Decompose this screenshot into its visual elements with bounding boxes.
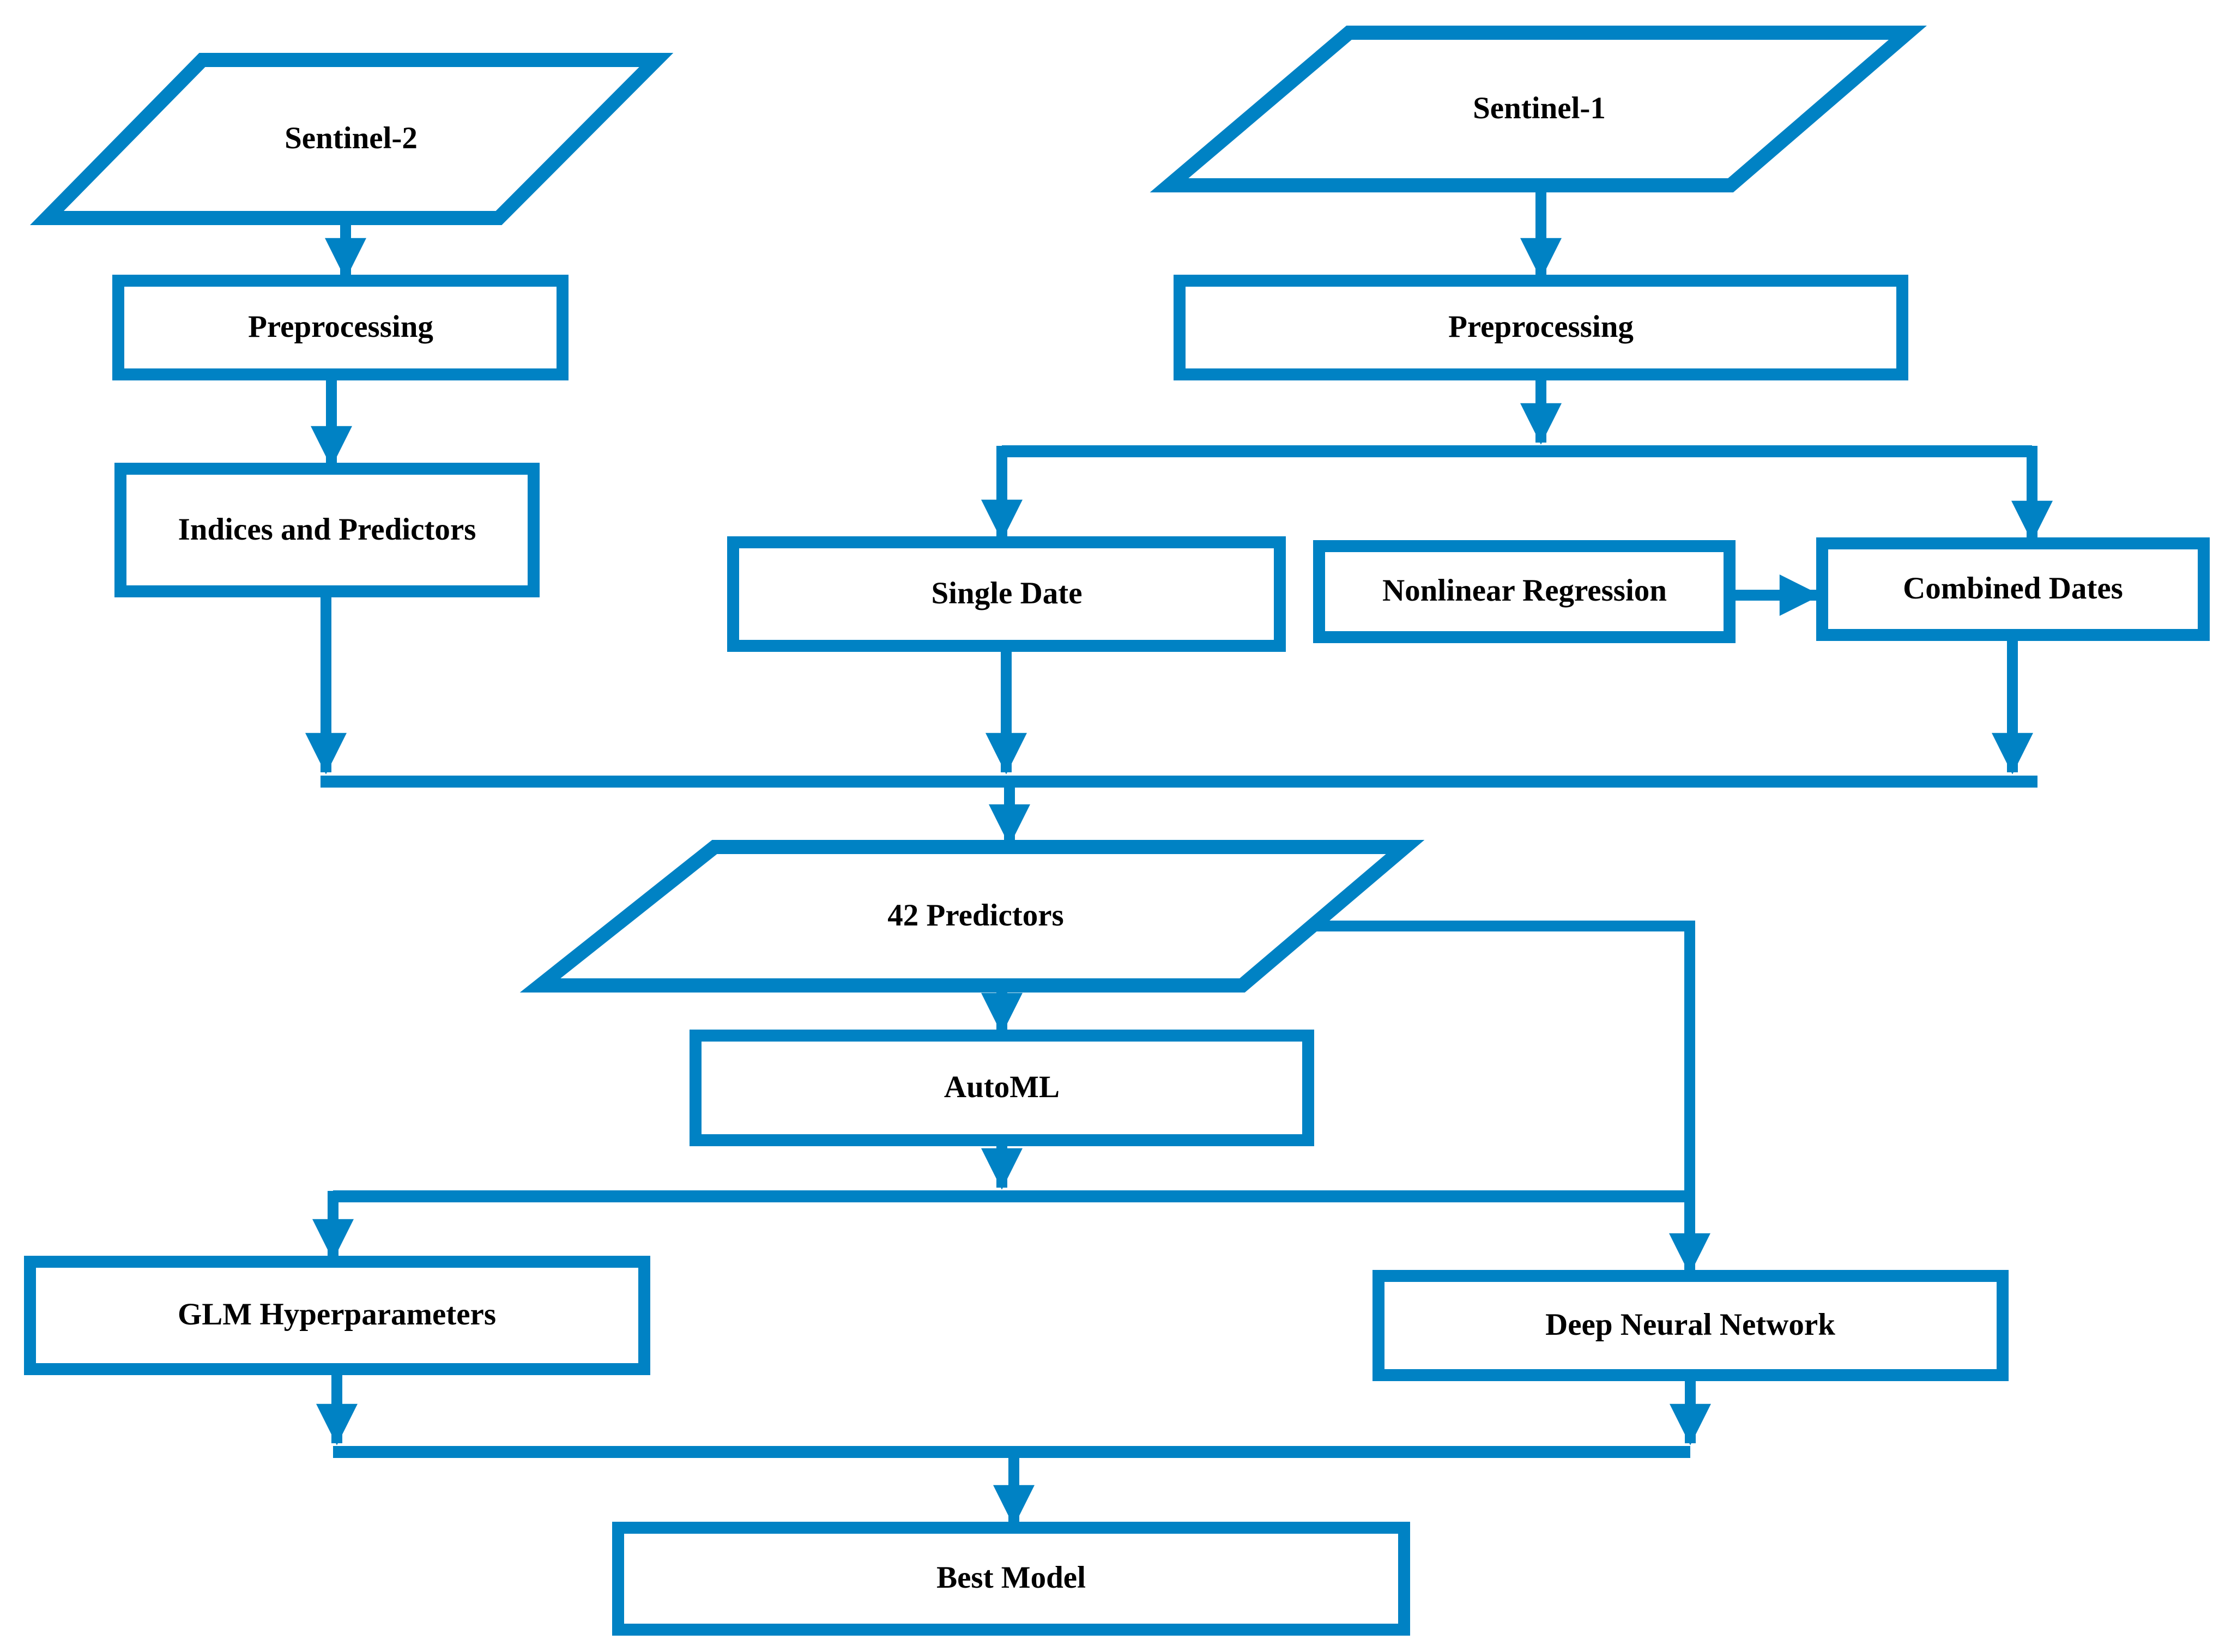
preprocessing-s1-rect (1174, 275, 1908, 380)
automl-rect (690, 1030, 1314, 1146)
node-best-model: Best Model (612, 1522, 1410, 1636)
node-single-date: Single Date (727, 536, 1286, 652)
node-preprocessing-s2: Preprocessing (112, 275, 569, 380)
deep-neural-network-label: Deep Neural Network (1545, 1308, 1835, 1342)
42-predictors-parallelogram (519, 840, 1425, 993)
best-model-label: Best Model (936, 1560, 1086, 1595)
single-date-label: Single Date (931, 576, 1082, 610)
node-preprocessing-s1: Preprocessing (1174, 275, 1908, 380)
node-glm-hyperparameters: GLM Hyperparameters (24, 1256, 650, 1375)
glm-hyperparameters-rect (24, 1256, 650, 1375)
node-sentinel-1: Sentinel-1 (1150, 26, 1927, 192)
sentinel-2-label: Sentinel-2 (285, 121, 418, 155)
indices-predictors-label: Indices and Predictors (178, 512, 476, 547)
preprocessing-s2-label: Preprocessing (248, 310, 433, 344)
deep-neural-network-rect (1372, 1270, 2009, 1381)
best-model-rect (612, 1522, 1410, 1636)
sentinel-2-parallelogram (29, 53, 674, 225)
nonlinear-regression-rect (1313, 540, 1736, 643)
combined-dates-rect (1816, 537, 2210, 641)
single-date-rect (727, 536, 1286, 652)
nonlinear-regression-label: Nonlinear Regression (1382, 573, 1667, 608)
node-indices-predictors: Indices and Predictors (114, 463, 540, 597)
node-nonlinear-regression: Nonlinear Regression (1313, 540, 1736, 643)
node-combined-dates: Combined Dates (1816, 537, 2210, 641)
preprocessing-s2-rect (112, 275, 569, 380)
sentinel-1-label: Sentinel-1 (1473, 91, 1606, 125)
node-deep-neural-network: Deep Neural Network (1372, 1270, 2009, 1381)
42-predictors-label: 42 Predictors (887, 898, 1063, 933)
node-sentinel-2: Sentinel-2 (29, 53, 674, 225)
glm-hyperparameters-label: GLM Hyperparameters (178, 1297, 496, 1332)
automl-label: AutoML (944, 1070, 1060, 1104)
preprocessing-s1-label: Preprocessing (1448, 310, 1634, 344)
node-automl: AutoML (690, 1030, 1314, 1146)
edge-42predictors-dnn-bypass (1308, 921, 1710, 1275)
indices-predictors-rect (114, 463, 540, 597)
node-42-predictors: 42 Predictors (519, 840, 1425, 993)
combined-dates-label: Combined Dates (1903, 571, 2123, 606)
sentinel-1-parallelogram (1150, 26, 1927, 192)
